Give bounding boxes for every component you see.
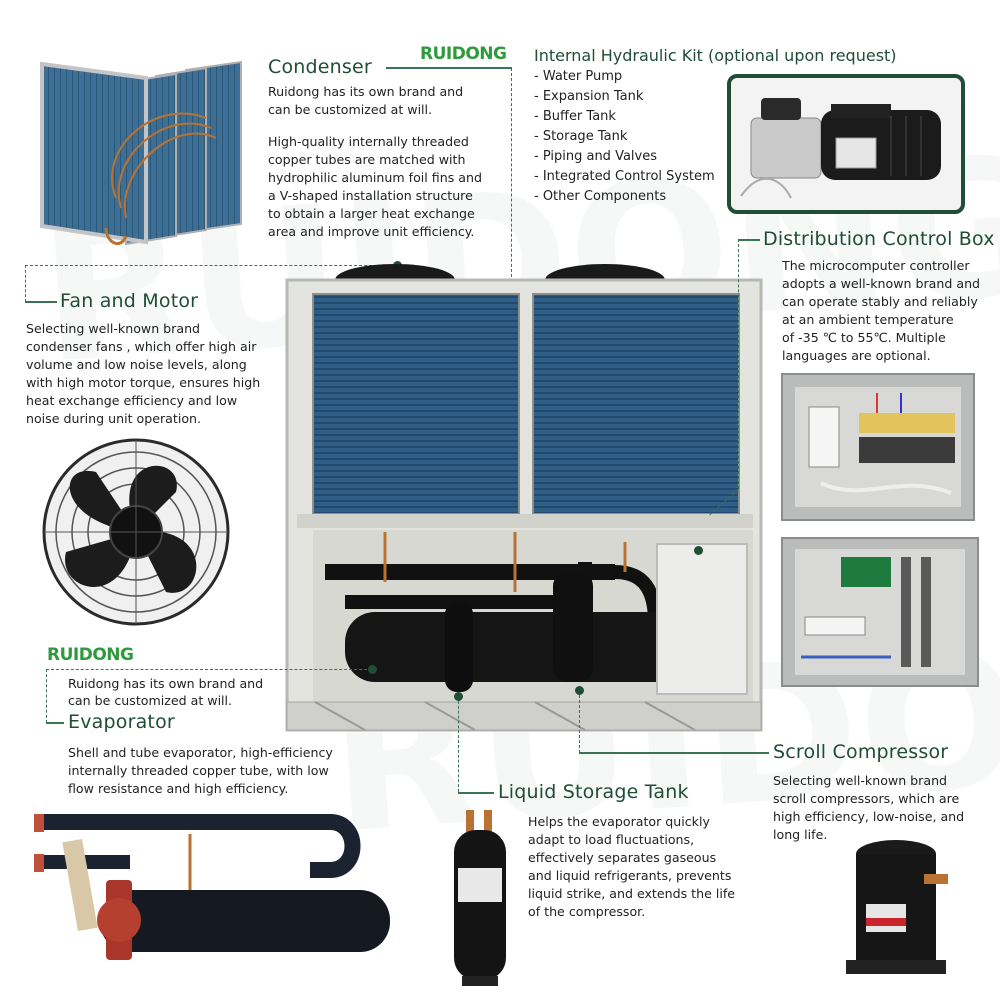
condenser-desc-line: hydrophilic aluminum foil fins and	[268, 170, 482, 185]
condenser-brand-line2: can be customized at will.	[268, 102, 433, 117]
water-pump-image	[740, 98, 941, 199]
fan-motor-description: Selecting well-known brand condenser fan…	[26, 320, 286, 428]
scroll-compressor-image	[846, 840, 948, 974]
fan-desc-line: heat exchange efficiency and low	[26, 393, 238, 408]
hydraulic-kit-item: - Buffer Tank	[534, 109, 616, 124]
evaporator-title: Evaporator	[68, 711, 175, 733]
fan-desc-line: noise during unit operation.	[26, 411, 202, 426]
liquid-tank-desc-line: of the compressor.	[528, 904, 646, 919]
control-box-title-tick	[738, 239, 760, 241]
evaporator-marker	[368, 665, 377, 674]
water-pump-frame	[727, 74, 965, 214]
evaporator-leader-vertical	[46, 669, 47, 723]
condenser-leader	[511, 68, 512, 312]
compressor-marker	[575, 686, 584, 695]
liquid-tank-image	[454, 810, 506, 986]
fan-desc-line: volume and low noise levels, along	[26, 357, 247, 372]
chiller-unit-image	[285, 264, 763, 732]
hydraulic-kit-item: - Piping and Valves	[534, 149, 657, 164]
condenser-desc-line: copper tubes are matched with	[268, 152, 466, 167]
compressor-title-tick	[579, 752, 769, 754]
control-box-desc-line: languages are optional.	[782, 348, 931, 363]
liquid-tank-desc-line: and liquid refrigerants, prevents	[528, 868, 732, 883]
condenser-title-line	[386, 67, 512, 69]
condenser-desc-line: High-quality internally threaded	[268, 134, 469, 149]
hydraulic-kit-title: Internal Hydraulic Kit (optional upon re…	[534, 46, 897, 65]
hydraulic-kit-item: - Integrated Control System	[534, 169, 715, 184]
control-box-desc-line: The microcomputer controller	[782, 258, 970, 273]
condenser-brand-line1: Ruidong has its own brand and	[268, 84, 464, 99]
compressor-desc-line: Selecting well-known brand	[773, 773, 948, 788]
fan-desc-line: with high motor torque, ensures high	[26, 375, 261, 390]
condenser-desc-line: a V-shaped installation structure	[268, 188, 473, 203]
liquid-tank-desc-line: liquid strike, and extends the life	[528, 886, 735, 901]
control-box-title: Distribution Control Box	[763, 228, 995, 250]
ruidong-logo-evaporator: RUIDONG	[47, 645, 134, 665]
condenser-coil-image	[40, 60, 242, 246]
compressor-desc-line: scroll compressors, which are	[773, 791, 960, 806]
condenser-desc-line: to obtain a larger heat exchange	[268, 206, 475, 221]
evaporator-description: Shell and tube evaporator, high-efficien…	[68, 744, 368, 798]
fan-title-tick	[25, 301, 57, 303]
liquid-tank-leader	[458, 696, 459, 792]
fan-leader-vertical	[25, 265, 26, 302]
hydraulic-kit-item: - Water Pump	[534, 69, 623, 84]
liquid-tank-desc-line: Helps the evaporator quickly	[528, 814, 710, 829]
liquid-tank-title-tick	[458, 792, 494, 794]
control-panel-image-1	[781, 373, 975, 521]
compressor-desc-line: long life.	[773, 827, 828, 842]
fan-desc-line: Selecting well-known brand	[26, 321, 201, 336]
control-box-description: The microcomputer controller adopts a we…	[782, 257, 998, 365]
scroll-compressor-description: Selecting well-known brand scroll compre…	[773, 772, 993, 844]
liquid-tank-desc-line: effectively separates gaseous	[528, 850, 717, 865]
fan-motor-title: Fan and Motor	[60, 290, 199, 312]
liquid-tank-desc-line: adapt to load fluctuations,	[528, 832, 695, 847]
liquid-tank-description: Helps the evaporator quickly adapt to lo…	[528, 813, 758, 921]
evaporator-title-tick	[46, 722, 64, 724]
fan-desc-line: condenser fans , which offer high air	[26, 339, 257, 354]
evaporator-leader-horizontal	[46, 669, 372, 670]
control-box-marker	[694, 546, 703, 555]
control-panel-image-2	[781, 537, 979, 687]
scroll-compressor-title: Scroll Compressor	[773, 741, 949, 763]
fan-motor-image	[42, 438, 230, 626]
control-box-desc-line: at an ambient temperature	[782, 312, 954, 327]
condenser-desc-line: area and improve unit efficiency.	[268, 224, 475, 239]
control-box-leader	[738, 239, 739, 489]
condenser-description: High-quality internally threaded copper …	[268, 133, 518, 241]
evaporator-desc-line: Shell and tube evaporator, high-efficien…	[68, 745, 333, 760]
liquid-tank-marker	[454, 692, 463, 701]
hydraulic-kit-item: - Expansion Tank	[534, 89, 644, 104]
hydraulic-kit-item: - Storage Tank	[534, 129, 628, 144]
fan-leader-horizontal	[25, 265, 397, 266]
evaporator-image	[34, 814, 390, 960]
control-box-desc-line: of -35 ℃ to 55℃. Multiple	[782, 330, 946, 345]
evaporator-brand-line2: can be customized at will.	[68, 693, 233, 708]
hydraulic-kit-list: - Water Pump - Expansion Tank - Buffer T…	[534, 67, 715, 207]
evaporator-desc-line: internally threaded copper tube, with lo…	[68, 763, 329, 778]
liquid-tank-title: Liquid Storage Tank	[498, 781, 689, 803]
evaporator-brand-line1: Ruidong has its own brand and	[68, 676, 264, 691]
compressor-desc-line: high efficiency, low-noise, and	[773, 809, 965, 824]
control-box-desc-line: can operate stably and reliably	[782, 294, 978, 309]
compressor-leader	[579, 690, 580, 753]
ruidong-logo-top: RUIDONG	[420, 44, 507, 64]
hydraulic-kit-item: - Other Components	[534, 189, 667, 204]
condenser-title: Condenser	[268, 56, 372, 78]
evaporator-desc-line: flow resistance and high efficiency.	[68, 781, 289, 796]
control-box-desc-line: adopts a well-known brand and	[782, 276, 981, 291]
